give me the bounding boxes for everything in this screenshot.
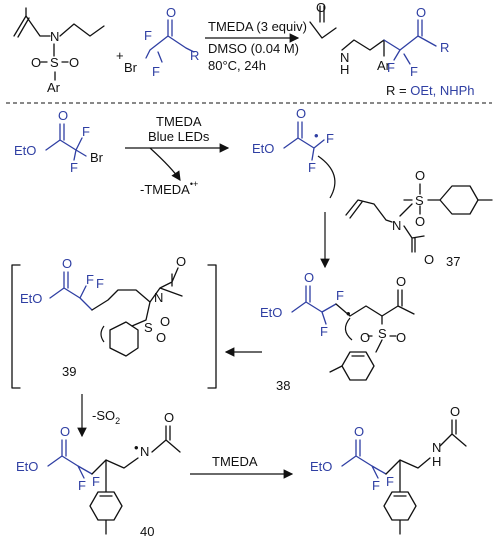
difluoroalkyl-radical: O EtO F F • <box>252 106 336 199</box>
atom-o: O <box>166 5 176 20</box>
atom-s: S <box>144 320 153 335</box>
atom-o: O <box>354 424 364 439</box>
atom-n: N <box>340 50 349 65</box>
atom-eto: EtO <box>310 459 332 474</box>
atom-f: F <box>92 474 100 489</box>
atom-o: O <box>316 0 326 15</box>
final-reagent: TMEDA <box>212 454 258 469</box>
top-product: O N H Ar O R F F <box>309 0 449 79</box>
atom-n: N <box>140 444 149 459</box>
atom-o: O <box>360 330 370 345</box>
atom-ar: Ar <box>377 58 391 73</box>
compound-label-38: 38 <box>276 378 290 393</box>
atom-n: N <box>432 440 441 455</box>
atom-n: N <box>50 29 59 44</box>
compound-38: O EtO F F • O S O O 38 <box>260 270 415 393</box>
compound-40: O EtO F F N • O 40 <box>16 410 181 539</box>
atom-eto: EtO <box>260 305 282 320</box>
atom-o: O <box>415 214 425 229</box>
radical-dot: • <box>134 440 139 455</box>
reagent-line-1: TMEDA (3 equiv) <box>208 19 307 34</box>
final-arrow: TMEDA <box>190 454 294 479</box>
plus-sign: + <box>116 48 124 63</box>
reagent-line-3: 80°C, 24h <box>208 58 266 73</box>
atom-f: F <box>144 28 152 43</box>
top-reaction-arrow: TMEDA (3 equiv) DMSO (0.04 M) 80°C, 24h <box>205 19 307 73</box>
compound-37: N S O O O 37 <box>345 168 493 269</box>
atom-o: O <box>415 168 425 183</box>
atom-o: O <box>416 5 426 20</box>
atom-br: Br <box>124 60 138 75</box>
atom-o: O <box>296 106 306 121</box>
ethyl-bromodifluoroacetate: O EtO F F Br <box>14 108 104 175</box>
compound-39: O EtO F F N O S O O 39 <box>11 254 217 389</box>
atom-f: F <box>70 160 78 175</box>
atom-h: H <box>340 62 349 77</box>
step1-reagent: TMEDA <box>156 114 202 129</box>
atom-o: O <box>176 254 186 269</box>
final-product: O EtO F F N H O <box>310 404 467 535</box>
so2-loss-label: -SO2 <box>92 408 120 426</box>
atom-f: F <box>320 324 328 339</box>
atom-f: F <box>386 474 394 489</box>
atom-o: O <box>58 108 68 123</box>
atom-f: F <box>82 124 90 139</box>
atom-eto: EtO <box>14 143 36 158</box>
compound-label-37: 37 <box>446 254 460 269</box>
atom-f: F <box>336 288 344 303</box>
atom-o: O <box>156 330 166 345</box>
byproduct-label: -TMEDA•+ <box>140 179 198 197</box>
atom-o: O <box>164 410 174 425</box>
atom-n: N <box>392 218 401 233</box>
atom-f: F <box>387 60 395 75</box>
atom-o: O <box>62 256 72 271</box>
atom-s: S <box>415 193 424 208</box>
bromodifluoro-reagent: O Br F F R <box>124 5 199 79</box>
atom-f: F <box>152 64 160 79</box>
atom-o: O <box>450 404 460 419</box>
r-definition: R = OEt, NHPh <box>386 83 475 98</box>
atom-o: O <box>160 314 170 329</box>
atom-h: H <box>432 454 441 469</box>
step1-condition: Blue LEDs <box>148 129 210 144</box>
atom-o: O <box>304 270 314 285</box>
reagent-line-2: DMSO (0.04 M) <box>208 41 299 56</box>
step1-arrow: TMEDA Blue LEDs -TMEDA•+ <box>125 114 230 197</box>
radical-dot: • <box>346 306 351 321</box>
atom-n: N <box>154 290 163 305</box>
atom-f: F <box>96 276 104 291</box>
atom-br: Br <box>90 150 104 165</box>
atom-eto: EtO <box>20 291 42 306</box>
radical-dot: • <box>314 128 319 143</box>
atom-o: O <box>396 274 406 289</box>
atom-s: S <box>378 326 387 341</box>
atom-o: O <box>396 330 406 345</box>
atom-ar: Ar <box>47 80 61 95</box>
arrow-to-40: -SO2 <box>77 394 120 438</box>
atom-s: S <box>50 55 59 70</box>
atom-o: O <box>31 55 41 70</box>
atom-eto: EtO <box>252 141 274 156</box>
atom-r: R <box>440 40 449 55</box>
atom-f: F <box>308 160 316 175</box>
atom-f: F <box>78 478 86 493</box>
atom-o: O <box>424 252 434 267</box>
compound-label-39: 39 <box>62 364 76 379</box>
compound-label-40: 40 <box>140 524 154 539</box>
atom-o: O <box>60 424 70 439</box>
atom-f: F <box>326 131 334 146</box>
atom-f: F <box>372 478 380 493</box>
atom-f: F <box>410 64 418 79</box>
atom-f: F <box>86 272 94 287</box>
atom-eto: EtO <box>16 459 38 474</box>
atom-o: O <box>69 55 79 70</box>
atom-r: R <box>190 48 199 63</box>
substrate-sulfonamide: N S O O Ar <box>13 7 105 95</box>
